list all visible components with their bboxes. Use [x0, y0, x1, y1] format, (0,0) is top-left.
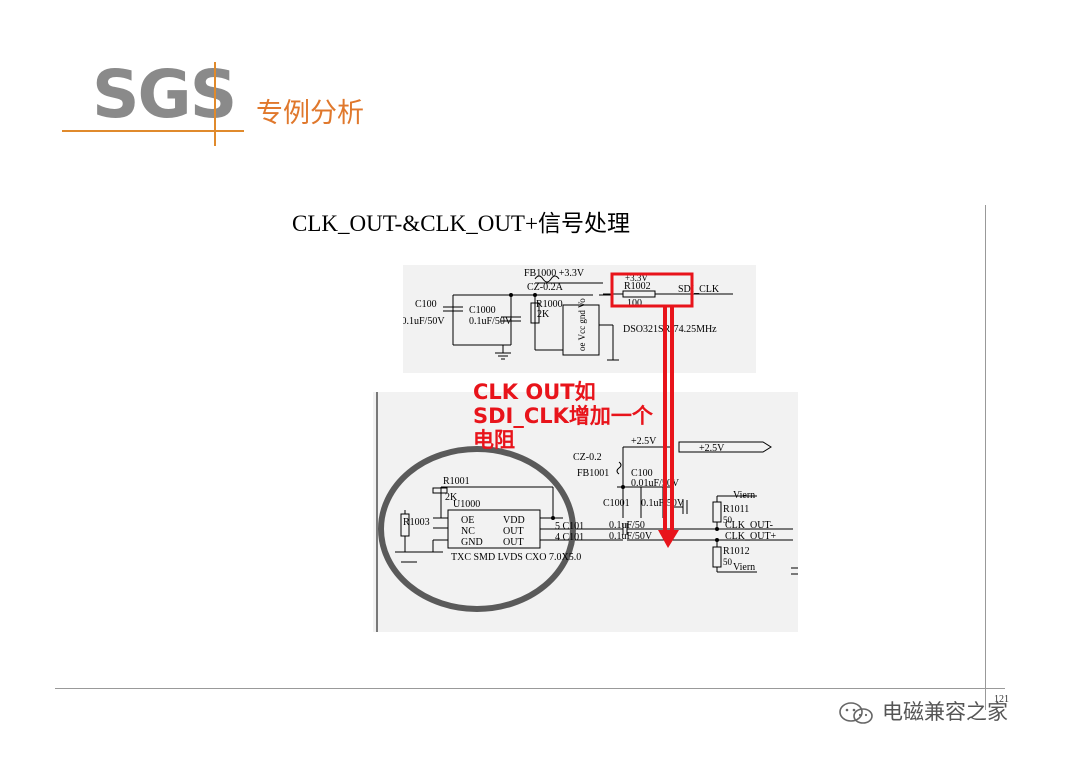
pin-out-2: OUT [503, 537, 524, 548]
r1012-value: 50 [723, 557, 733, 567]
v25-label: +2.5V [631, 436, 657, 447]
schematic-bottom-panel: R1001 2K U1000 R1003 OE NC GND VDD OUT O… [373, 392, 798, 632]
v33-label: +3.3V [625, 273, 648, 283]
frame-right-line [985, 205, 986, 710]
cap-value-1: 0.1uF/50 [609, 520, 645, 531]
highlight-box [610, 272, 694, 308]
annotation-line-2: SDI_CLK增加一个 [473, 404, 654, 428]
r1002-value: 100 [627, 298, 642, 309]
r1000-value: 2K [537, 309, 550, 320]
schematic-top: FB1000 +3.3V CZ-0.2A R1000 2K C100 .0.1u… [399, 268, 733, 361]
c1012-label: 4 C101 [555, 532, 584, 543]
page-number: 121 [994, 694, 1009, 705]
c100a-label: C100 [415, 299, 437, 310]
pin-oe: OE [461, 515, 474, 526]
sdi-clk-label: SDI_CLK [678, 284, 720, 295]
schematic-bottom: R1001 2K U1000 R1003 OE NC GND VDD OUT O… [376, 392, 798, 632]
r1012-label: R1012 [723, 546, 750, 557]
cz-label: CZ-0.2A [527, 282, 564, 293]
watermark-text: 电磁兼容之家 [882, 700, 1008, 724]
c100b-label: C100 [631, 468, 653, 479]
clk-out-minus-label: CLK_OUT- [725, 520, 773, 531]
c1000-label: C1000 [469, 305, 496, 316]
logo-divider [214, 62, 216, 146]
viern-label-1: Viern [733, 490, 755, 501]
c1001-label: C1001 [603, 498, 630, 509]
r1003-label: R1003 [403, 517, 430, 528]
u1000-label: U1000 [453, 499, 480, 510]
pin-nc: NC [461, 526, 475, 537]
c100b-value: 0.01uF/50V [631, 478, 680, 489]
c1000-value: 0.1uF/50V [469, 316, 513, 327]
annotation-line-1: CLK OUT如 [473, 380, 596, 404]
pin-gnd: GND [461, 537, 483, 548]
r1001-value: 2K [445, 492, 458, 503]
c100a-value: .0.1uF/50V [403, 316, 445, 327]
footer-line [55, 688, 1005, 689]
annotation-arrow-head [658, 530, 679, 548]
r1002-label: R1002 [624, 281, 651, 292]
v25-port: +2.5V [699, 443, 725, 454]
chip-description: TXC SMD LVDS CXO 7.0X5.0 [451, 552, 581, 563]
sgs-logo: SGS [92, 56, 237, 133]
chip-pin-labels: oe Vcc gnd Vo [577, 298, 587, 351]
pin-out-1: OUT [503, 526, 524, 537]
r1001-label: R1001 [443, 476, 470, 487]
c1011-label: 5 C101 [555, 521, 584, 532]
r1011-value: 50 [723, 515, 733, 525]
c1001-value: 0.1uF/50V [641, 498, 685, 509]
cap-value-2: 0.1uF/50V [609, 531, 653, 542]
r1011-label: R1011 [723, 504, 749, 515]
annotation-line-3: 电阻 [473, 428, 515, 452]
fb1000-label: FB1000 +3.3V [524, 268, 585, 279]
slide-heading: CLK_OUT-&CLK_OUT+信号处理 [292, 211, 630, 236]
logo-underline [62, 130, 244, 132]
r1000-label: R1000 [536, 299, 563, 310]
section-title: 专例分析 [256, 98, 364, 129]
viern-label-2: Viern [733, 562, 755, 573]
highlight-circle [378, 446, 576, 612]
wechat-icon [839, 702, 873, 724]
schematic-top-panel: FB1000 +3.3V CZ-0.2A R1000 2K C100 .0.1u… [399, 265, 756, 373]
pin-vdd: VDD [503, 515, 525, 526]
clk-out-plus-label: CLK_OUT+ [725, 531, 777, 542]
cz-label-bottom: CZ-0.2 [573, 452, 602, 463]
fb1001-label: FB1001 [577, 468, 609, 479]
